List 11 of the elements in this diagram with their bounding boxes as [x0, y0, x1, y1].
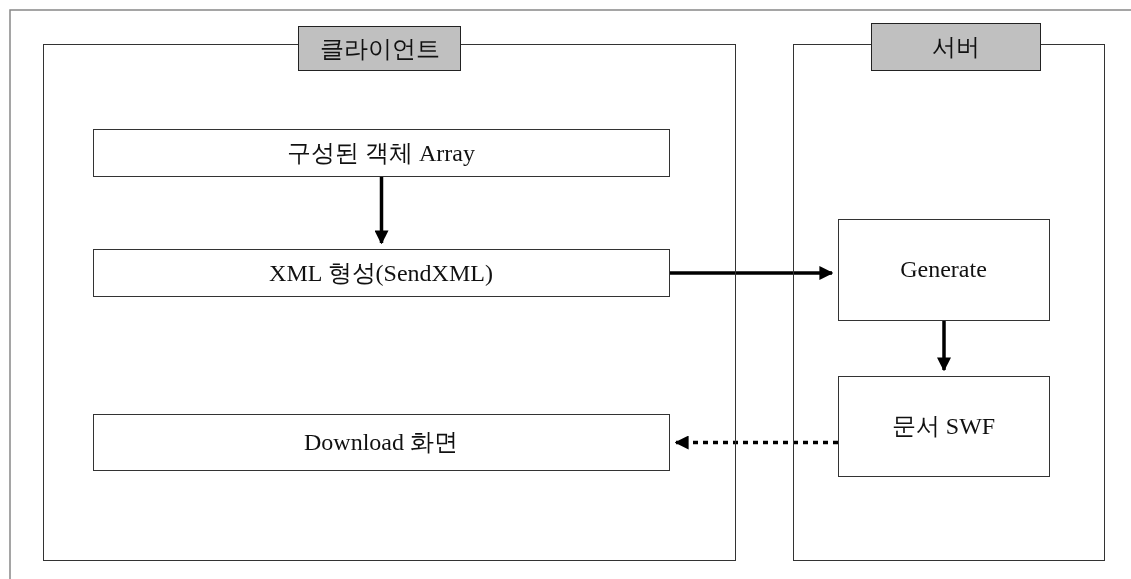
header-tab: 클라이언트	[298, 26, 461, 71]
arrow	[674, 435, 838, 450]
process-box: Generate	[837, 218, 1050, 321]
arrow	[937, 321, 951, 372]
arrow	[374, 177, 389, 245]
process-box: XML 형성(SendXML)	[92, 248, 670, 297]
process-box: Download 화면	[92, 413, 670, 471]
header-tab: 서버	[871, 23, 1041, 71]
arrow	[670, 266, 834, 280]
process-box: 문서 SWF	[837, 375, 1050, 477]
process-box: 구성된 객체 Array	[92, 128, 670, 177]
